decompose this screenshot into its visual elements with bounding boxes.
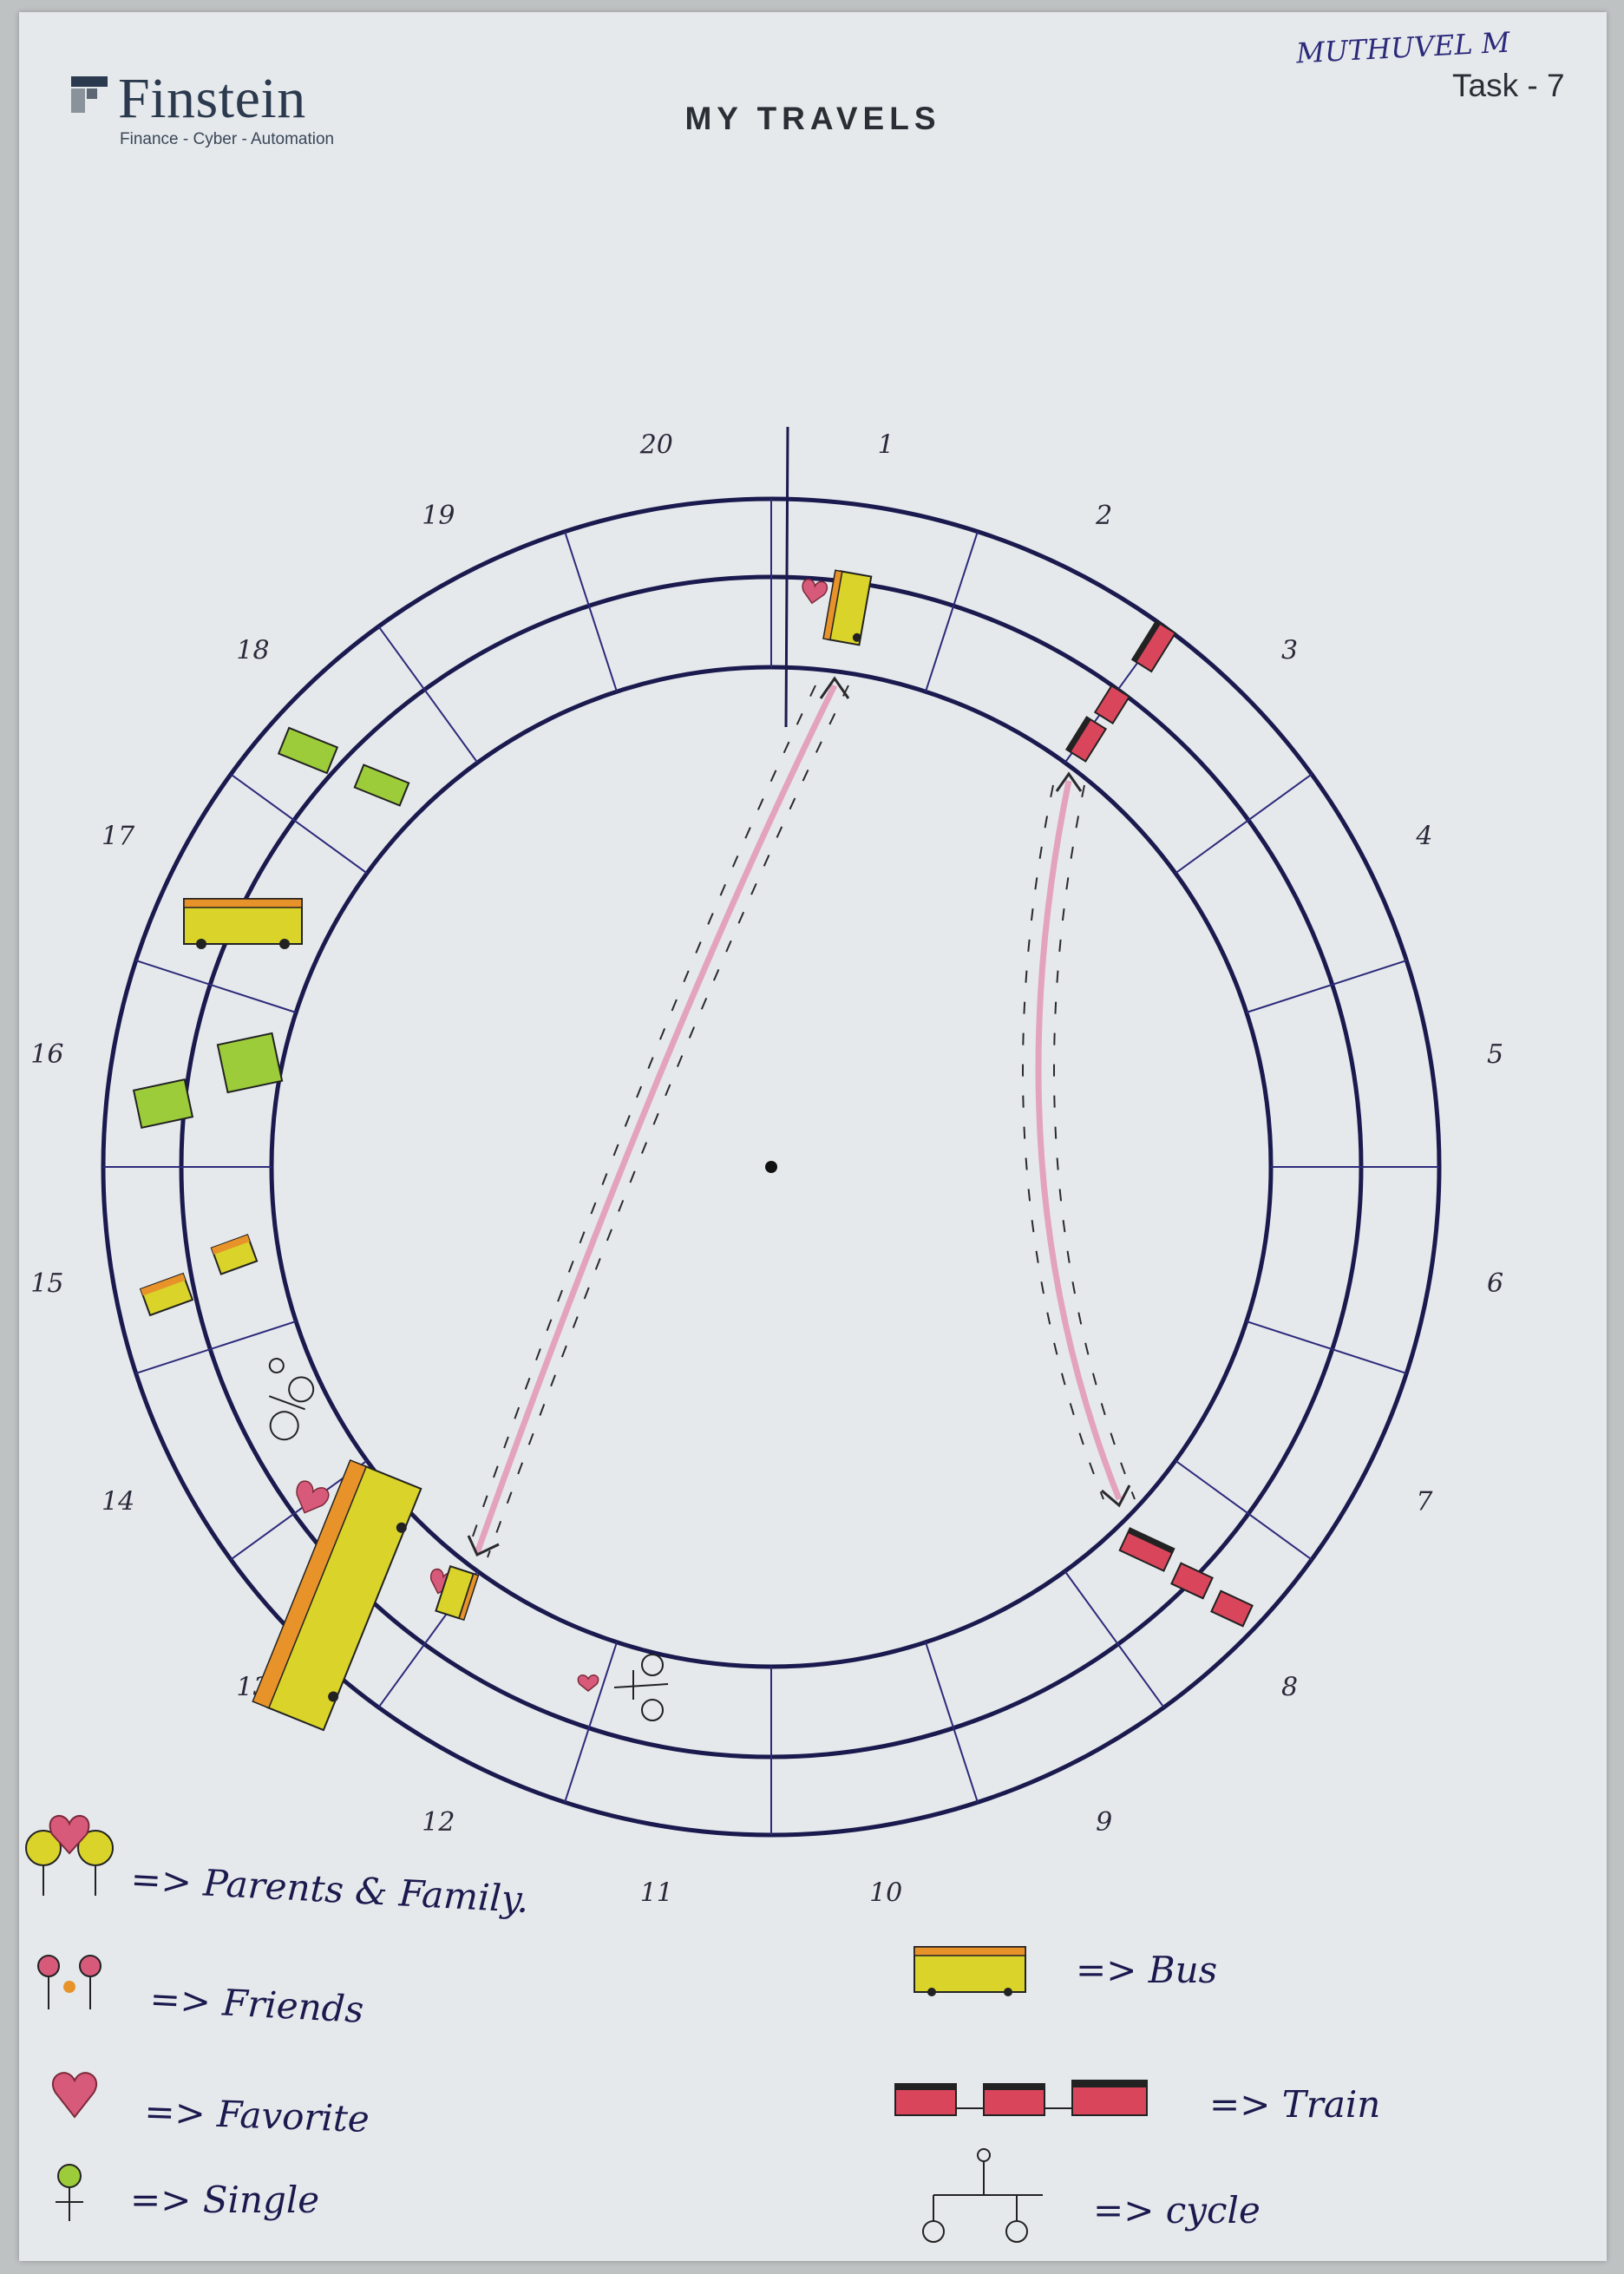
start-marker-line xyxy=(784,426,789,728)
segment-number-label: 3 xyxy=(1281,635,1298,665)
segment-10-train xyxy=(1118,1527,1254,1628)
center-dot xyxy=(765,1161,777,1173)
segment-divider xyxy=(1175,773,1313,875)
single-person-icon xyxy=(56,2164,83,2221)
legend-single-label: => Single xyxy=(130,2179,319,2221)
segment-number-label: 16 xyxy=(30,1039,63,1070)
segment-divider xyxy=(1246,1320,1407,1374)
segment-number-label: 19 xyxy=(422,501,455,531)
parents-family-icon xyxy=(25,1815,114,1896)
segment-18-car-pair xyxy=(139,1234,259,1317)
segment-number-label: 14 xyxy=(102,1487,134,1517)
segment-number-label: 1 xyxy=(878,429,894,460)
legend-train-label: => Train xyxy=(1209,2083,1380,2126)
segment-3-4-train xyxy=(1064,619,1177,763)
heart-icon xyxy=(52,2072,97,2119)
segment-number-label: 15 xyxy=(30,1268,63,1299)
bus-icon xyxy=(914,1946,1026,1996)
legend-bus-label: => Bus xyxy=(1076,1949,1217,1991)
brand-name: Finstein xyxy=(118,67,306,130)
segment-14-cycle-favorite xyxy=(577,1654,669,1721)
task-label: Task - 7 xyxy=(1452,68,1565,103)
segment-number-label: 17 xyxy=(102,821,135,851)
segment-divider xyxy=(135,1320,297,1374)
segment-19-car-pair xyxy=(132,1032,284,1129)
segment-number-label: 18 xyxy=(236,635,269,665)
cycle-icon xyxy=(922,2148,1043,2243)
segment-number-label: 11 xyxy=(640,1878,673,1909)
segment-divider xyxy=(564,531,618,692)
page-title: MY TRAVELS xyxy=(684,101,941,136)
legend-cycle-label: => cycle xyxy=(1093,2189,1261,2231)
segment-21-car-pair xyxy=(277,726,410,807)
segment-divider xyxy=(1175,1459,1313,1561)
segment-number-label: 9 xyxy=(1096,1807,1112,1838)
segment-divider xyxy=(925,531,979,692)
legend-friends-label: => Friends xyxy=(148,1977,364,2031)
finstein-logo-icon xyxy=(71,76,108,113)
segment-16-bus-favorite xyxy=(430,1565,480,1622)
segment-17-18-cycle xyxy=(268,1358,315,1441)
segment-number-label: 5 xyxy=(1487,1039,1503,1070)
legend-parents-family-label: => Parents & Family. xyxy=(129,1858,529,1921)
segment-16-17-large-bus-favorite xyxy=(252,1458,422,1732)
segment-number-label: 6 xyxy=(1487,1268,1503,1299)
arrow-4-to-10 xyxy=(1022,771,1136,1508)
segment-divider xyxy=(230,773,368,875)
friends-icon xyxy=(37,1955,102,2009)
brand-tagline: Finance - Cyber - Automation xyxy=(120,130,335,148)
segment-number-label: 4 xyxy=(1415,821,1432,851)
segment-number-label: 2 xyxy=(1095,501,1112,531)
segment-number-label: 7 xyxy=(1416,1487,1433,1517)
segment-1-bus-favorite xyxy=(802,569,873,646)
segment-number-label: 20 xyxy=(639,429,673,460)
segment-divider xyxy=(135,960,297,1013)
segment-number-label: 8 xyxy=(1281,1673,1298,1703)
segment-divider xyxy=(925,1642,979,1803)
segment-20-bus xyxy=(183,898,303,949)
segment-number-label: 10 xyxy=(869,1878,902,1909)
paper-sheet: Finstein Finance - Cyber - Automation MY… xyxy=(19,12,1607,2261)
train-icon xyxy=(894,2080,1148,2116)
segment-divider xyxy=(1246,960,1407,1013)
arrow-1-to-16 xyxy=(467,676,850,1558)
legend-favorite-label: => Favorite xyxy=(144,2090,370,2140)
segment-number-label: 12 xyxy=(422,1807,455,1838)
segment-divider xyxy=(1064,1570,1165,1708)
segment-divider xyxy=(564,1642,618,1803)
segment-divider xyxy=(377,626,479,763)
